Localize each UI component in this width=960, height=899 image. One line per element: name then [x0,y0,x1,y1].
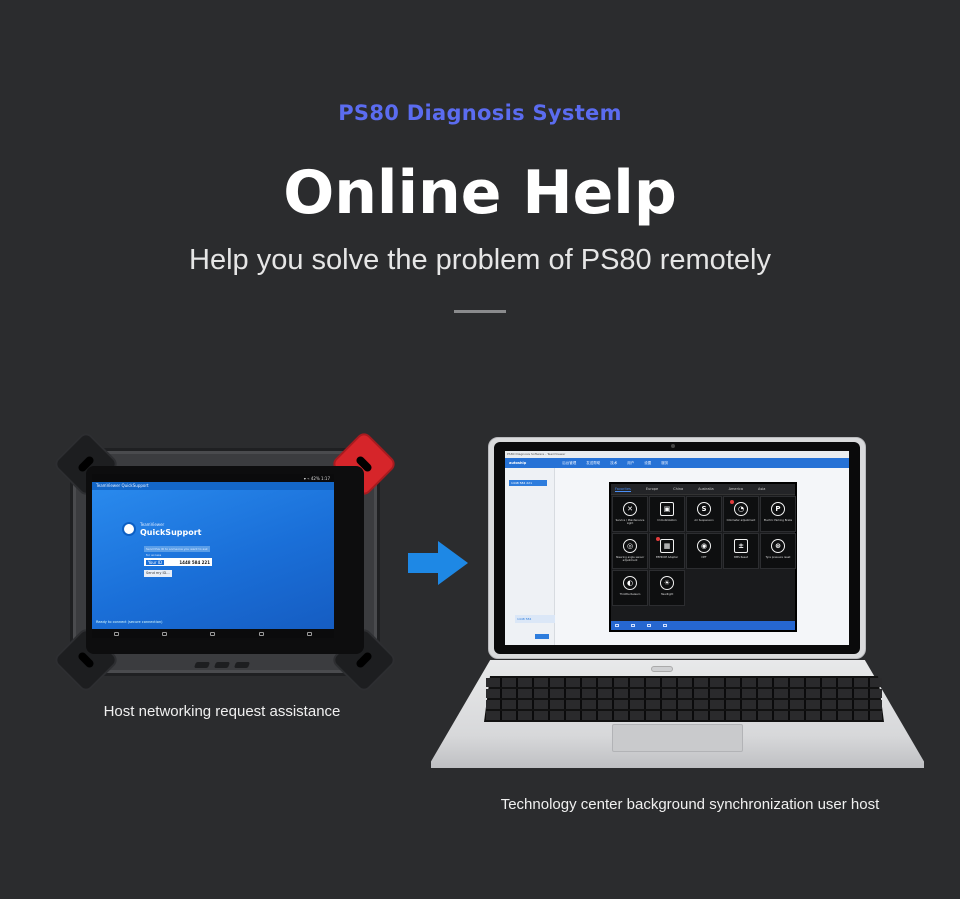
tab-china[interactable]: China [673,487,684,491]
function-label: Service / Maintenance Light [615,519,645,526]
software-top-nav: autoship 后台管理 发送帮助 技术 用户 设置 服务 [505,458,849,468]
quicksupport-brand: QuickSupport [140,528,202,537]
function-tile[interactable]: ◉ DPF [686,533,722,569]
function-tile[interactable]: ▣ Immobilization [649,496,685,532]
tablet-status-text: ▾ ⌁ 42% 1:17 [303,475,330,481]
teamviewer-logo-icon [122,522,136,536]
steering-icon: ◎ [623,539,637,553]
nav-home-icon[interactable] [162,631,168,636]
right-arrow-icon [408,541,468,585]
software-brand: autoship [509,461,527,465]
headlight-icon: ☀ [660,576,674,590]
function-tile[interactable]: ⊛ Tyre pressure reset [760,533,796,569]
webcam-icon [671,444,675,448]
tyre-icon: ⊛ [771,539,785,553]
top-nav-item[interactable]: 技术 [610,460,618,465]
chip-icon: ▦ [660,539,674,553]
tab-europe[interactable]: Europe [645,487,659,491]
nav-screenshot-icon[interactable] [307,631,313,636]
function-tile[interactable]: ☀ Headlight [649,570,685,606]
tab-favorites[interactable]: Favorites [615,486,631,492]
connection-status: Ready to connect (secure connection) [96,620,163,624]
parking-icon: P [771,502,785,516]
remote-recent-icon[interactable] [647,624,651,627]
top-nav-item[interactable]: 用户 [627,460,635,465]
function-label: Air Suspension [694,519,714,522]
session-message: 1448 584 [515,615,555,623]
gauge-icon: ◔ [734,502,748,516]
send-button[interactable] [535,634,549,639]
tab-america[interactable]: America [728,487,744,491]
function-label: Immobilization [657,519,677,522]
function-label: BMS Reset [734,556,748,559]
window-titlebar: PS80 Diagnosis Software - TeamViewer [505,451,849,458]
send-id-button[interactable]: Send my ID... [144,570,172,577]
wrench-icon: ✕ [623,502,637,516]
nav-recent-icon[interactable] [210,631,216,636]
function-tile[interactable]: ◎ Steering angle sensor adjustment [612,533,648,569]
function-label: Throttle Relearn [619,593,641,596]
remote-home-icon[interactable] [631,624,635,627]
top-nav-item[interactable]: 发送帮助 [586,460,601,465]
teamviewer-brand: TeamViewer [140,522,165,527]
ps80-tablet: ▾ ⌁ 42% 1:17 TeamViewer QuickSupport Tea… [52,430,398,694]
remote-nav-bar [611,621,795,630]
function-grid: ✕ Service / Maintenance Light ▣ Immobilizat… [611,495,796,607]
session-sidebar: 1448 584 221 1448 584 [505,468,555,645]
suspension-icon: S [697,502,711,516]
battery-icon: ± [734,539,748,553]
laptop-screen: PS80 Diagnosis Software - TeamViewer aut… [505,451,849,645]
id-hint-text: Send this ID to someone you want to ask … [144,546,210,557]
top-nav-item[interactable]: 服务 [661,460,669,465]
remote-device-view: Favorites Europe China Australia America… [609,482,797,632]
tablet-status-bar: ▾ ⌁ 42% 1:17 [92,474,334,482]
page-subtitle: Help you solve the problem of PS80 remot… [189,244,771,276]
function-tile[interactable]: ◔ Odometer adjustment [723,496,759,532]
new-badge [656,537,660,541]
product-kicker: PS80 Diagnosis System [338,101,622,125]
function-label: EEPROM Adapter [655,556,679,559]
remote-id-label: Your ID [146,559,165,565]
laptop-touchpad [612,724,743,752]
tablet-grip [192,662,252,672]
tablet-app-bar: TeamViewer QuickSupport [92,482,334,490]
nav-back-icon[interactable] [113,631,119,636]
function-tile[interactable]: S Air Suspension [686,496,722,532]
function-label: Electric Parking Brake [763,519,793,522]
function-tile[interactable]: P Electric Parking Brake [760,496,796,532]
remote-back-icon[interactable] [615,624,619,627]
top-nav-item[interactable]: 后台管理 [562,460,577,465]
tablet-caption: Host networking request assistance [103,703,341,720]
function-label: Odometer adjustment [726,519,756,522]
keyboard-keys [486,678,882,720]
function-tile[interactable]: ± BMS Reset [723,533,759,569]
region-tabs: Favorites Europe China Australia America… [611,484,795,495]
lock-icon: ▣ [660,502,674,516]
function-tile[interactable]: ▦ EEPROM Adapter [649,533,685,569]
title-divider [454,310,506,313]
throttle-icon: ◐ [623,576,637,590]
remote-id-field[interactable]: Your ID 1448 584 221 [144,558,212,566]
laptop-hinge [651,666,673,672]
page-title: Online Help [283,158,677,228]
nav-volume-icon[interactable] [258,631,264,636]
function-tile[interactable]: ◐ Throttle Relearn [612,570,648,606]
tab-australia[interactable]: Australia [698,487,714,491]
remote-menu-icon[interactable] [663,624,667,627]
function-label: Steering angle sensor adjustment [615,556,645,563]
tablet-screen: ▾ ⌁ 42% 1:17 TeamViewer QuickSupport Tea… [92,474,334,638]
remote-id-value: 1448 584 221 [179,559,210,565]
laptop-caption: Technology center background synchroniza… [500,796,880,813]
tab-asia[interactable]: Asia [758,487,766,491]
function-label: Tyre pressure reset [765,556,791,559]
tablet-nav-bar [92,629,334,638]
function-tile[interactable]: ✕ Service / Maintenance Light [612,496,648,532]
new-badge [730,500,734,504]
session-chip[interactable]: 1448 584 221 [509,480,547,486]
function-label: Headlight [660,593,674,596]
function-label: DPF [701,556,707,559]
top-nav-item[interactable]: 设置 [644,460,652,465]
dpf-icon: ◉ [697,539,711,553]
